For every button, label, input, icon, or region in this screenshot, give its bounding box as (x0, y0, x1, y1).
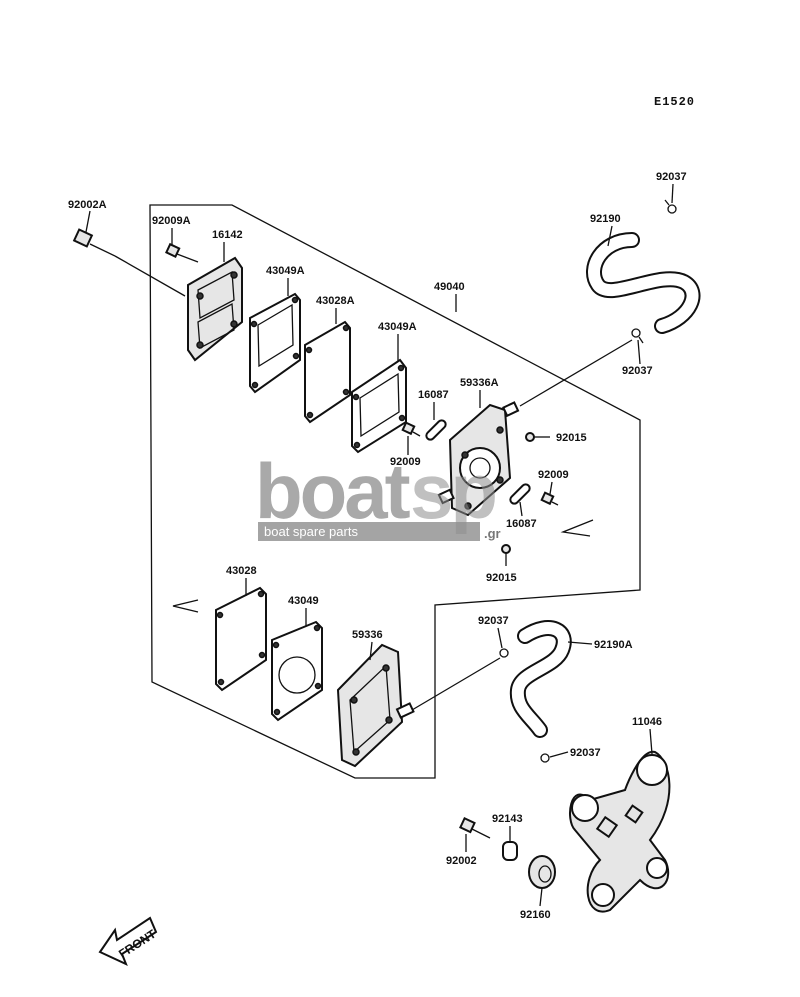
pump-body-59336a (437, 401, 520, 517)
front-arrow-icon: FRONT (98, 916, 159, 966)
diagram-code: E1520 (654, 95, 695, 109)
label-92009a: 92009A (152, 215, 191, 227)
label-49040: 49040 (434, 281, 465, 293)
pin-16087-2 (509, 483, 531, 505)
label-92143: 92143 (492, 813, 523, 825)
watermark-suffix: .gr (484, 526, 501, 541)
label-92037-3: 92037 (478, 615, 509, 627)
diaphragm-43028a (304, 320, 351, 424)
clamp-92037-3 (499, 648, 509, 658)
label-43049a-2: 43049A (378, 321, 417, 333)
clamp-92037-2 (631, 328, 644, 344)
screw-92009-1 (401, 421, 421, 437)
assembly-outline (149, 204, 641, 779)
pin-16087-1 (425, 419, 447, 441)
label-92190a: 92190A (594, 639, 633, 651)
bolt-92002 (459, 817, 491, 839)
label-92037-4: 92037 (570, 747, 601, 759)
label-92037-2: 92037 (622, 365, 653, 377)
label-92002: 92002 (446, 855, 477, 867)
gasket-43049a-1 (249, 292, 301, 394)
label-59336a: 59336A (460, 377, 499, 389)
label-16087-2: 16087 (506, 518, 537, 530)
gasket-43049a-2 (351, 358, 407, 454)
collar-92143 (502, 841, 518, 861)
bolt-92002a (72, 228, 186, 297)
bracket-marker-1 (560, 519, 594, 537)
nut-92015-2 (501, 544, 511, 554)
grommet-92160 (528, 855, 556, 889)
label-43049a-1: 43049A (266, 265, 305, 277)
label-43028a: 43028A (316, 295, 355, 307)
leader-pump-hose-2 (411, 657, 501, 711)
cover-16142 (187, 256, 243, 362)
label-43049: 43049 (288, 595, 319, 607)
label-16142: 16142 (212, 229, 243, 241)
screw-92009-2 (540, 491, 559, 506)
diaphragm-43028 (215, 586, 267, 692)
gasket-43049 (271, 620, 323, 722)
leader-lines (85, 183, 674, 907)
label-92009-2: 92009 (538, 469, 569, 481)
watermark: boat sp boat spare parts .gr (255, 447, 501, 541)
label-92160: 92160 (520, 909, 551, 921)
label-59336: 59336 (352, 629, 383, 641)
leader-pump-hose (519, 339, 633, 407)
label-92015-1: 92015 (556, 432, 587, 444)
pump-body-59336 (336, 643, 415, 768)
label-92002a: 92002A (68, 199, 107, 211)
label-92015-2: 92015 (486, 572, 517, 584)
label-92037-1: 92037 (656, 171, 687, 183)
watermark-brand-left: boat (255, 447, 411, 535)
label-92190: 92190 (590, 213, 621, 225)
label-11046: 11046 (632, 716, 662, 728)
clamp-92037-4 (540, 753, 550, 763)
clamp-92037-1 (664, 199, 677, 214)
label-16087-1: 16087 (418, 389, 449, 401)
watermark-tagline: boat spare parts (264, 524, 358, 539)
bracket-11046 (569, 750, 671, 913)
screw-92009a (165, 242, 199, 263)
watermark-brand-right: sp (410, 447, 495, 535)
label-43028: 43028 (226, 565, 257, 577)
label-92009-1: 92009 (390, 456, 421, 468)
nut-92015-1 (525, 432, 535, 442)
bracket-marker-2 (172, 599, 199, 613)
